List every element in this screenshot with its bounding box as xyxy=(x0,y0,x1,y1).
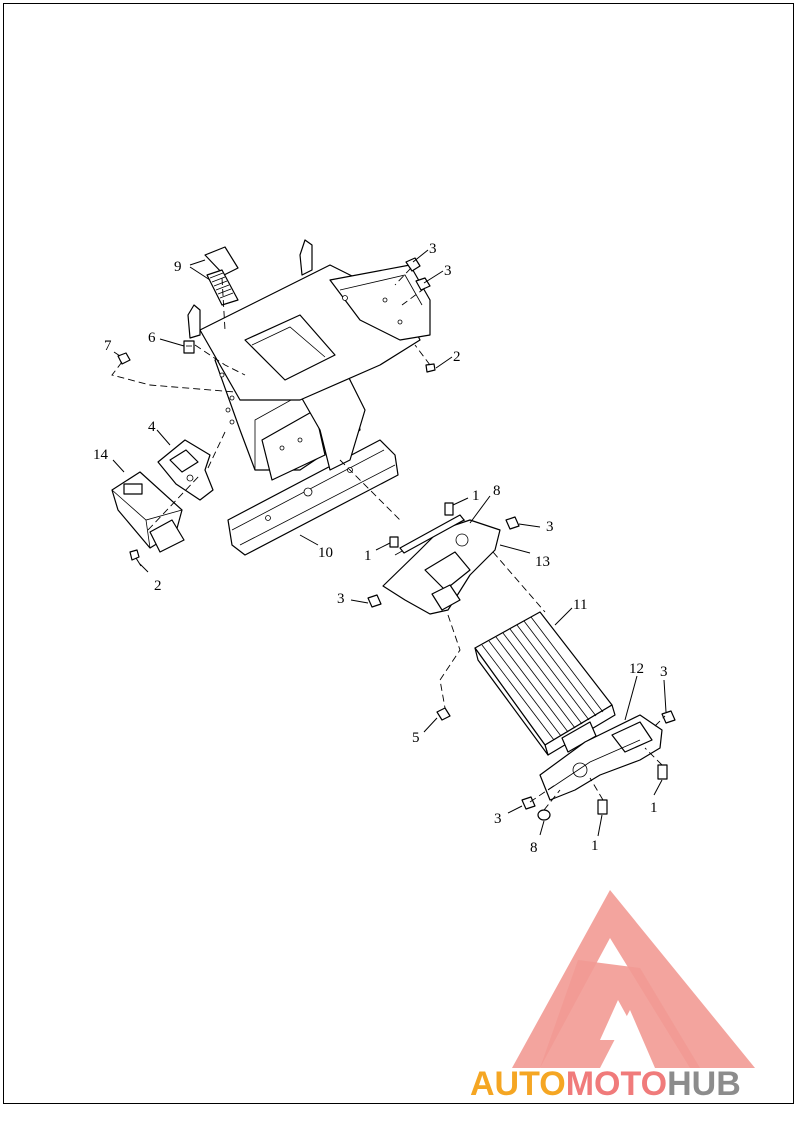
watermark-text: AUTOMOTOHUB xyxy=(470,1065,741,1103)
callouts: 9 3 3 2 7 6 4 14 2 10 1 8 3 1 13 3 11 12… xyxy=(93,241,668,856)
callout-14: 14 xyxy=(93,447,109,463)
callout-11: 11 xyxy=(573,597,587,613)
watermark-logo: AUTOMOTOHUB xyxy=(470,890,755,1103)
part-9-pad xyxy=(204,246,239,306)
callout-3-upper-b: 3 xyxy=(444,263,452,279)
part-1-bolt-d xyxy=(597,799,608,815)
part-14-module xyxy=(111,471,185,553)
part-10-main-bracket xyxy=(187,239,431,556)
callout-1-a: 1 xyxy=(472,488,480,504)
leader-lines xyxy=(112,249,667,837)
callout-9: 9 xyxy=(174,259,182,275)
callout-2-left: 2 xyxy=(154,578,162,594)
callout-5: 5 xyxy=(412,730,420,746)
part-7-nut xyxy=(117,352,131,365)
callout-12: 12 xyxy=(629,661,644,677)
part-3-nut-mid-right xyxy=(505,516,520,530)
part-8-washer-upper xyxy=(399,514,465,554)
watermark-text-auto: AUTO xyxy=(470,1065,566,1103)
watermark-text-hub: HUB xyxy=(667,1065,741,1103)
part-8-washer-lower xyxy=(537,809,551,821)
callout-10: 10 xyxy=(318,545,333,561)
callout-7: 7 xyxy=(104,338,112,354)
part-5-nut xyxy=(436,707,451,721)
part-12-bracket xyxy=(539,714,663,801)
part-4-bracket xyxy=(157,439,214,501)
callout-8-upper: 8 xyxy=(493,483,501,499)
part-3-nut-upper-a xyxy=(405,257,421,272)
part-2-screw-left xyxy=(129,549,142,567)
watermark-logo-triangle xyxy=(512,890,755,1068)
watermark-text-moto: MOTO xyxy=(566,1065,667,1103)
part-3-nut-lower-left xyxy=(521,796,536,810)
part-1-bolt-c xyxy=(657,764,668,780)
callout-3-lower-right: 3 xyxy=(660,664,668,680)
callout-1-b: 1 xyxy=(364,548,372,564)
part-11-module-housing xyxy=(474,611,616,756)
part-3-nut-lower-right xyxy=(661,710,676,724)
callout-8-lower: 8 xyxy=(530,840,538,856)
callout-3-upper-a: 3 xyxy=(429,241,437,257)
part-3-nut-mid-left xyxy=(367,594,382,608)
diagram-frame xyxy=(3,3,794,1104)
callout-6: 6 xyxy=(148,330,156,346)
part-1-bolt-b xyxy=(389,536,399,548)
callout-4: 4 xyxy=(148,419,156,435)
callout-1-c: 1 xyxy=(650,800,658,816)
part-13-bracket xyxy=(382,519,501,615)
part-2-screw-right xyxy=(425,363,436,373)
alignment-lines xyxy=(111,267,666,811)
callout-3-lower-left: 3 xyxy=(494,811,502,827)
part-1-bolt-a xyxy=(444,502,454,516)
callout-1-d: 1 xyxy=(591,838,599,854)
callout-13: 13 xyxy=(535,554,550,570)
callout-2-right: 2 xyxy=(453,349,461,365)
callout-3-mid-left: 3 xyxy=(337,591,345,607)
part-6-stud xyxy=(183,340,195,354)
callout-3-mid-right: 3 xyxy=(546,519,554,535)
